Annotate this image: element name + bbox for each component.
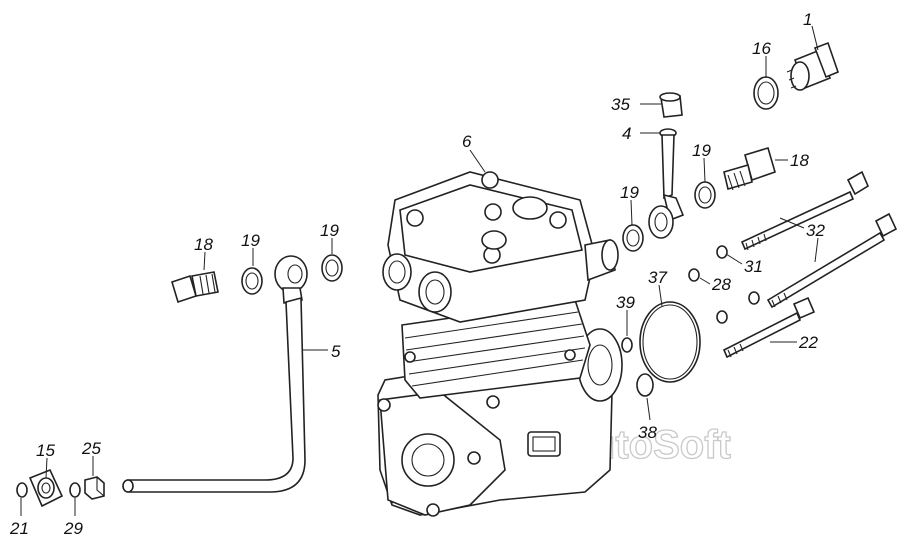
o-ring <box>639 301 701 383</box>
banjo-bolt <box>171 271 219 304</box>
washer <box>321 254 343 282</box>
leader-lines <box>20 25 819 516</box>
callout-37: 37 <box>648 268 667 287</box>
washer <box>622 224 644 252</box>
spring-washer <box>748 291 760 305</box>
callout-15: 15 <box>36 441 55 460</box>
callout-18: 18 <box>790 151 809 170</box>
callout-19: 19 <box>692 141 711 160</box>
callout-32: 32 <box>806 221 825 240</box>
callout-18: 18 <box>194 235 213 254</box>
banjo-tube <box>648 128 685 239</box>
small-ring <box>621 337 633 353</box>
callout-38: 38 <box>638 423 657 442</box>
callout-19: 19 <box>320 221 339 240</box>
flat-washer <box>716 310 728 324</box>
ring <box>636 373 654 397</box>
compressor-assembly <box>377 171 623 517</box>
callout-31: 31 <box>744 257 763 276</box>
callout-16: 16 <box>752 39 771 58</box>
callout-19: 19 <box>620 183 639 202</box>
spring-washer <box>716 245 728 259</box>
callout-39: 39 <box>616 293 635 312</box>
washer <box>694 181 716 209</box>
callout-25: 25 <box>81 439 101 458</box>
callout-21: 21 <box>9 519 29 538</box>
washer <box>241 267 263 295</box>
oil-pipe <box>122 255 308 493</box>
callout-1: 1 <box>803 10 812 29</box>
callout-4: 4 <box>622 124 631 143</box>
banjo-bolt <box>723 146 776 191</box>
callout-6: 6 <box>462 132 472 151</box>
nut <box>84 476 105 500</box>
callout-19: 19 <box>241 231 260 250</box>
flat-washer <box>688 268 700 282</box>
flange-adapter <box>28 468 64 508</box>
callout-5: 5 <box>331 342 341 361</box>
callout-29: 29 <box>63 519 83 538</box>
callout-22: 22 <box>798 333 818 352</box>
washer <box>16 482 28 498</box>
callout-28: 28 <box>711 275 731 294</box>
washer <box>69 482 81 498</box>
union-fitting <box>786 41 840 91</box>
short-bolt <box>722 296 816 359</box>
cap <box>659 92 683 118</box>
long-bolt <box>740 170 870 251</box>
long-bolt <box>766 212 898 309</box>
callout-labels: 1 16 35 4 6 19 19 18 32 31 28 37 39 22 3… <box>9 10 825 538</box>
callout-35: 35 <box>611 95 630 114</box>
